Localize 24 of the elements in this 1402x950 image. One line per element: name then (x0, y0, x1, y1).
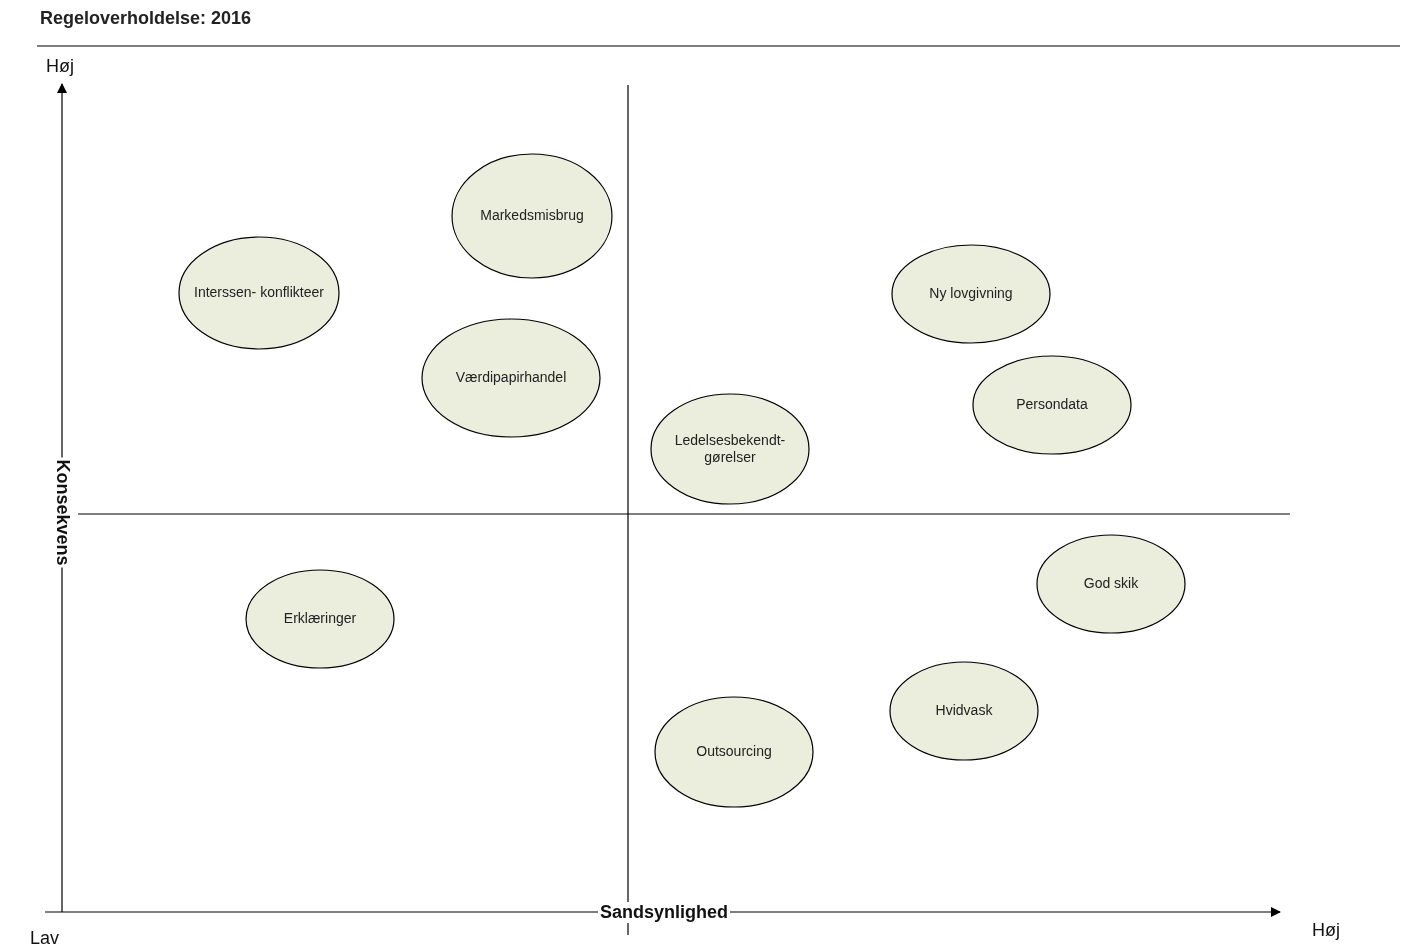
axis-end-label: Høj (1310, 920, 1342, 941)
axis-title: Sandsynlighed (598, 901, 731, 923)
risk-ellipse (650, 393, 810, 505)
risk-ellipse (654, 696, 814, 808)
risk-ellipse (891, 244, 1051, 344)
risk-ellipse (889, 661, 1039, 761)
risk-label: Ny lovgivning (929, 285, 1013, 303)
risk-label: Hvidvask (935, 702, 993, 720)
risk-label: Værdipapirhandel (455, 369, 567, 387)
risk-ellipse (1036, 534, 1186, 634)
risk-label: Markedsmisbrug (480, 207, 584, 225)
risk-label: Erklæringer (283, 610, 357, 628)
risk-label: Interssen- konflikteer (194, 284, 324, 302)
risk-label: Persondata (1016, 396, 1088, 414)
risk-ellipse (451, 153, 613, 279)
risk-ellipse (972, 355, 1132, 455)
risk-ellipse (421, 318, 601, 438)
risk-label: Outsourcing (696, 743, 772, 761)
chart-title: Regeloverholdelse: 2016 (40, 8, 252, 29)
risk-label: Ledelsesbekendt- gørelser (673, 431, 787, 467)
risk-label: God skik (1083, 575, 1139, 593)
risk-ellipse (178, 236, 340, 350)
risk-ellipse (245, 569, 395, 669)
axis-end-label: Høj (44, 56, 76, 77)
